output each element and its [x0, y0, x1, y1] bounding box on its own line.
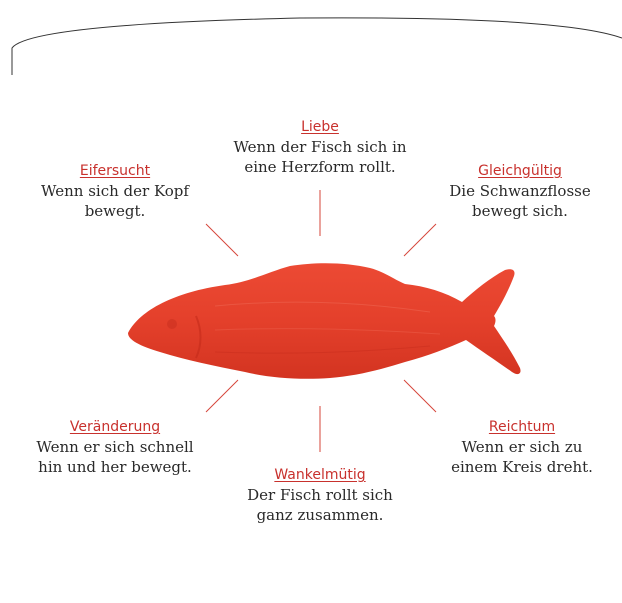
callout-text-gleichgueltig: Die Schwanzflosse bewegt sich.	[430, 181, 610, 221]
callout-title-veraenderung: Veränderung	[70, 419, 160, 435]
callout-line: Wenn er sich zu	[432, 437, 612, 457]
callout-reichtum: Reichtum Wenn er sich zu einem Kreis dre…	[432, 416, 612, 477]
callout-title-gleichgueltig: Gleichgültig	[478, 163, 562, 179]
callout-text-wankelmuetig: Der Fisch rollt sich ganz zusammen.	[220, 485, 420, 525]
callout-line: Der Fisch rollt sich	[220, 485, 420, 505]
callout-eifersucht: Eifersucht Wenn sich der Kopf bewegt.	[20, 160, 210, 221]
callout-title-liebe: Liebe	[301, 119, 339, 135]
callout-line: hin und her bewegt.	[15, 457, 215, 477]
callout-line: ganz zusammen.	[220, 505, 420, 525]
callout-line: Wenn er sich schnell	[15, 437, 215, 457]
fish-eye	[167, 319, 177, 329]
callout-title-wankelmuetig: Wankelmütig	[274, 467, 365, 483]
callout-text-liebe: Wenn der Fisch sich in eine Herzform rol…	[200, 137, 440, 177]
callout-line: Wenn der Fisch sich in	[200, 137, 440, 157]
callout-text-eifersucht: Wenn sich der Kopf bewegt.	[20, 181, 210, 221]
callout-wankelmuetig: Wankelmütig Der Fisch rollt sich ganz zu…	[220, 464, 420, 525]
callout-text-reichtum: Wenn er sich zu einem Kreis dreht.	[432, 437, 612, 477]
callout-line: bewegt sich.	[430, 201, 610, 221]
callout-liebe: Liebe Wenn der Fisch sich in eine Herzfo…	[200, 116, 440, 177]
fish-body	[128, 263, 521, 379]
callout-veraenderung: Veränderung Wenn er sich schnell hin und…	[15, 416, 215, 477]
callout-line: Die Schwanzflosse	[430, 181, 610, 201]
callout-text-veraenderung: Wenn er sich schnell hin und her bewegt.	[15, 437, 215, 477]
callout-line: bewegt.	[20, 201, 210, 221]
callout-line: einem Kreis dreht.	[432, 457, 612, 477]
callout-title-eifersucht: Eifersucht	[80, 163, 150, 179]
callout-line: Wenn sich der Kopf	[20, 181, 210, 201]
callout-gleichgueltig: Gleichgültig Die Schwanzflosse bewegt si…	[430, 160, 610, 221]
callout-title-reichtum: Reichtum	[489, 419, 555, 435]
callout-line: eine Herzform rollt.	[200, 157, 440, 177]
